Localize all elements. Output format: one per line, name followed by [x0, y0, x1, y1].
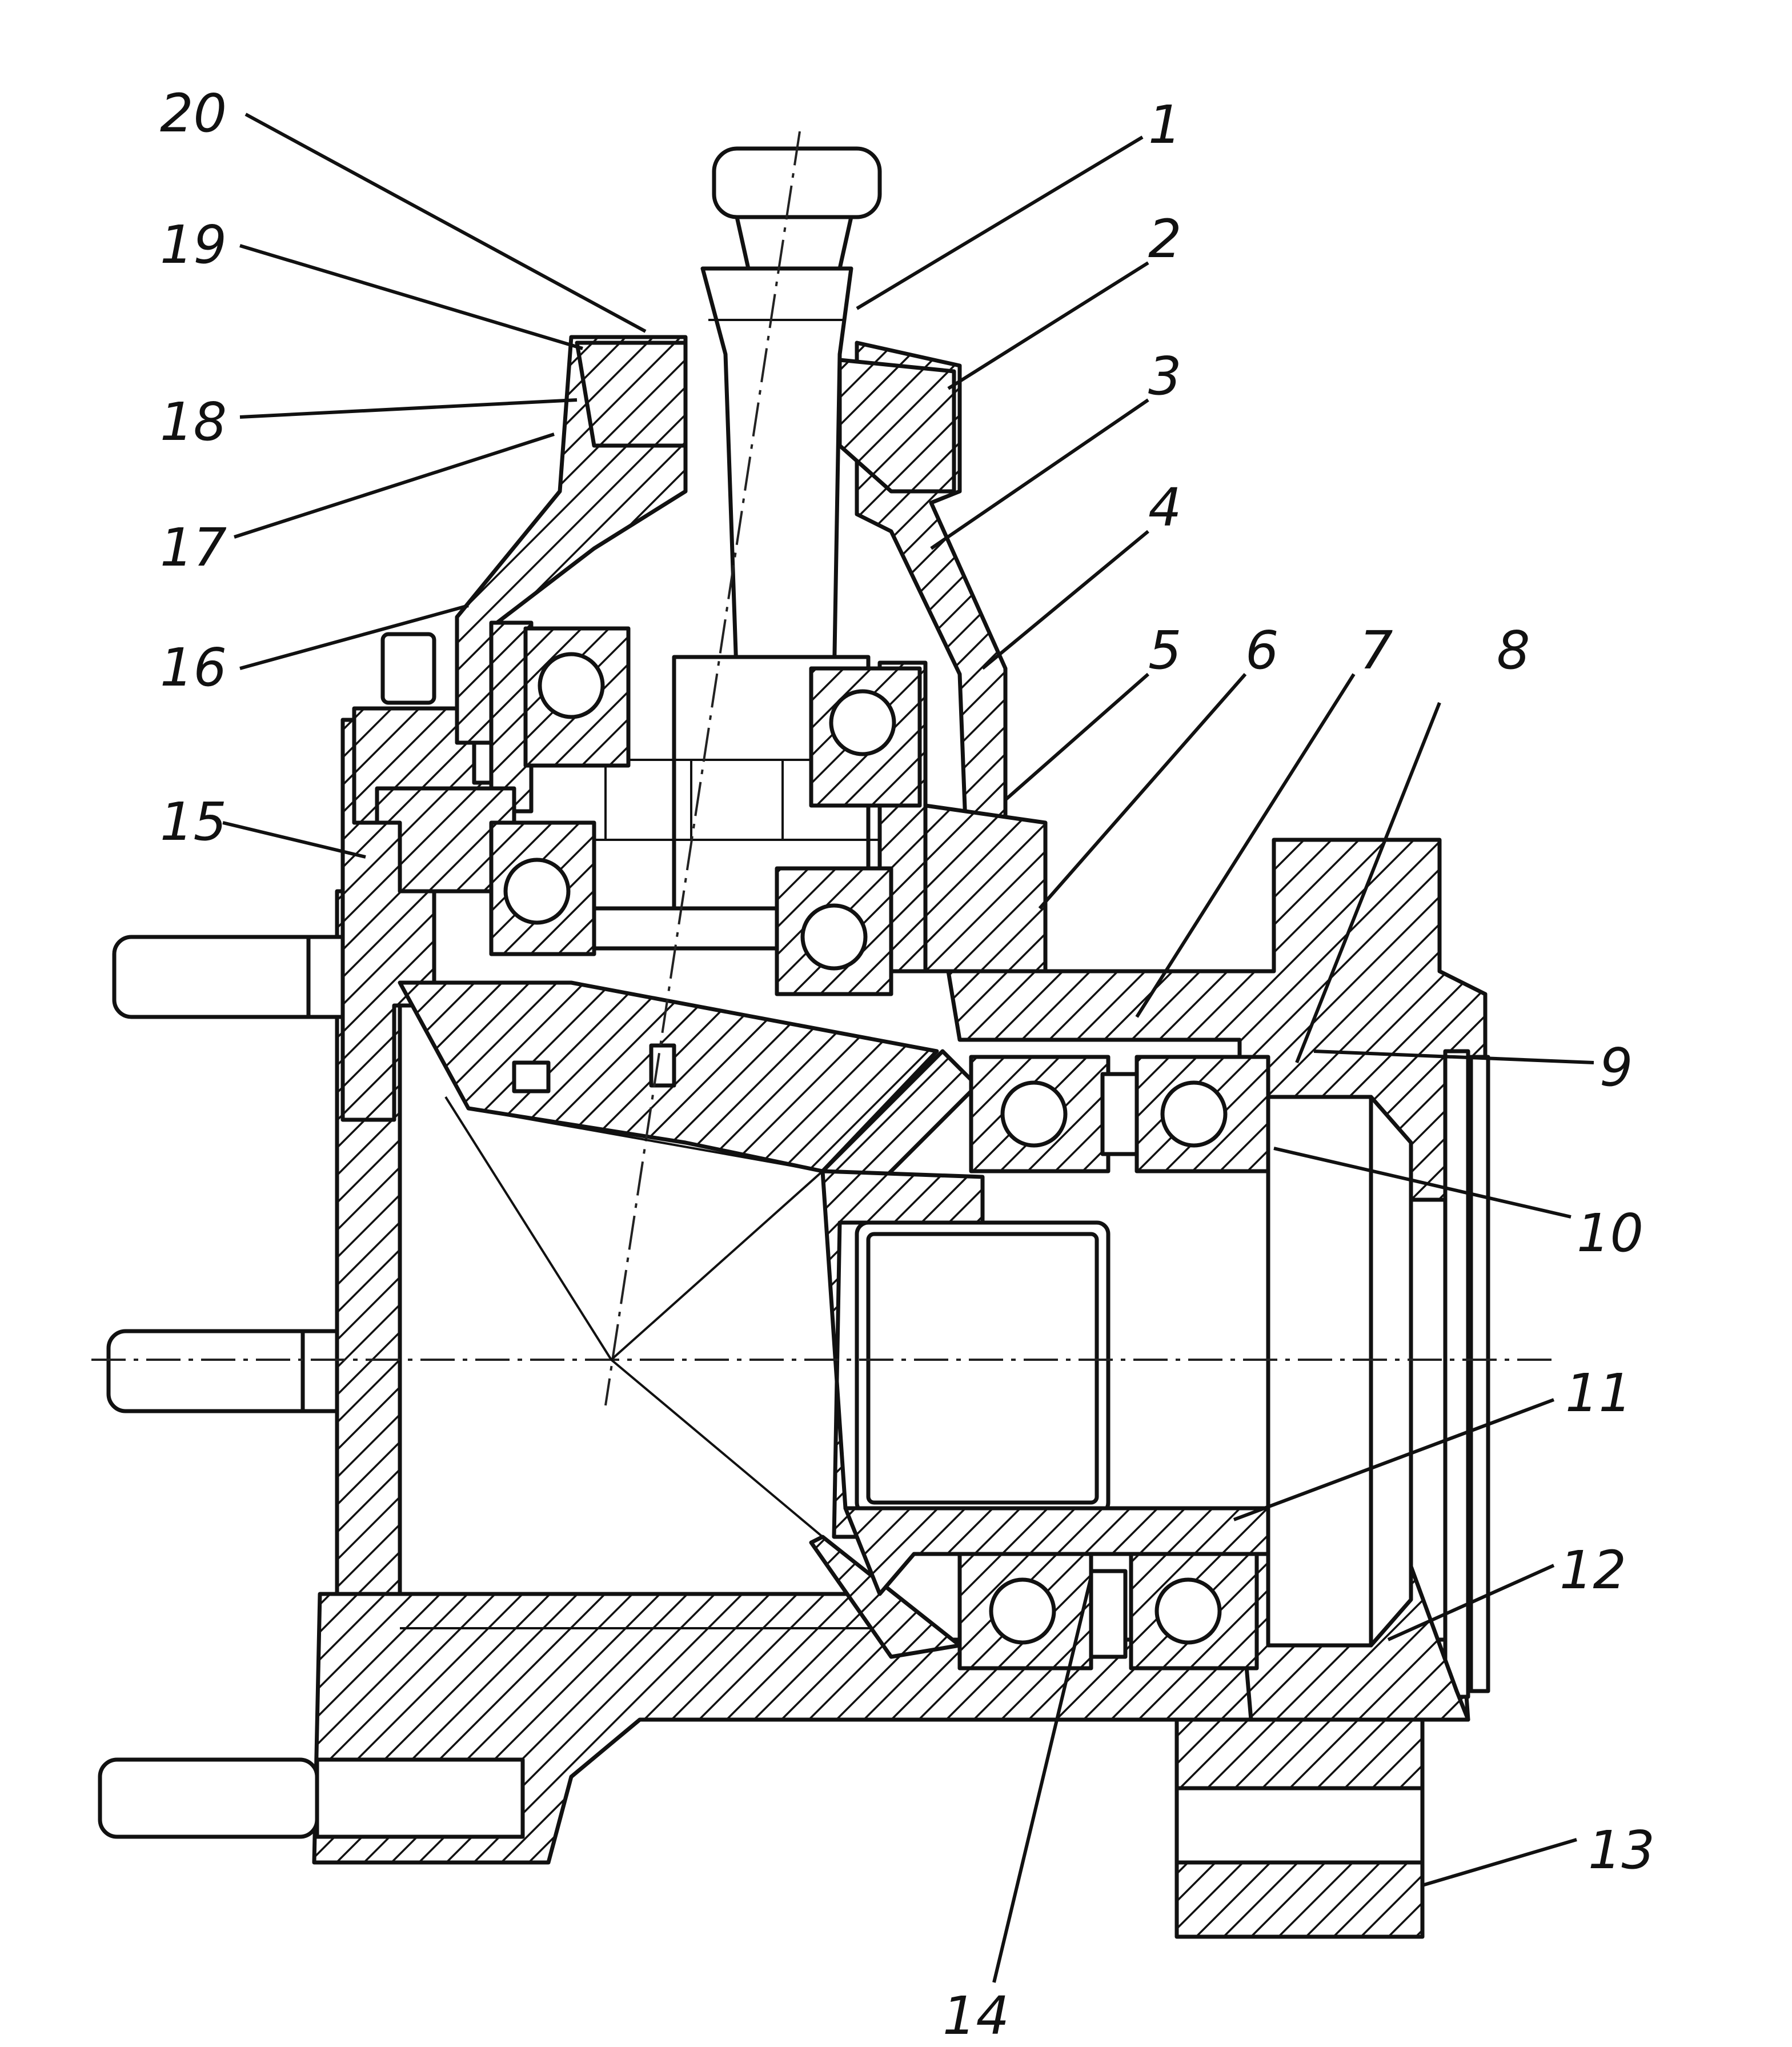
callout-13: 13	[1588, 1820, 1655, 1881]
callout-10: 10	[1577, 1203, 1643, 1264]
callout-17: 17	[160, 517, 227, 578]
callout-15: 15	[160, 791, 227, 852]
output-bearings	[957, 1055, 1270, 1671]
callout-3: 3	[1148, 346, 1182, 407]
output-hub	[820, 1095, 1413, 1648]
callout-12: 12	[1560, 1540, 1626, 1601]
callout-7: 7	[1360, 620, 1393, 681]
callout-6: 6	[1245, 620, 1279, 681]
callout-19: 19	[160, 214, 227, 275]
callout-8: 8	[1497, 620, 1530, 681]
callout-labels: 1 2 3 4 5 6 7 8 9 10 11 12 13 14 15 16 1…	[160, 83, 1655, 2046]
upper-cover	[455, 335, 1008, 825]
callout-1: 1	[1148, 94, 1182, 155]
construction-lines	[91, 131, 1554, 1538]
callout-16: 16	[160, 637, 227, 698]
callout-2: 2	[1148, 209, 1182, 270]
callout-5: 5	[1148, 620, 1182, 681]
bevel-gear	[398, 980, 979, 1659]
callout-11: 11	[1565, 1363, 1632, 1424]
callout-14: 14	[943, 1985, 1009, 2046]
leader-lines	[222, 113, 1594, 1983]
upper-bearings	[489, 626, 922, 996]
mounting-studs	[98, 935, 525, 1839]
callout-9: 9	[1599, 1037, 1633, 1098]
callout-4: 4	[1148, 477, 1182, 538]
callout-20: 20	[160, 83, 227, 144]
callout-18: 18	[160, 391, 227, 452]
